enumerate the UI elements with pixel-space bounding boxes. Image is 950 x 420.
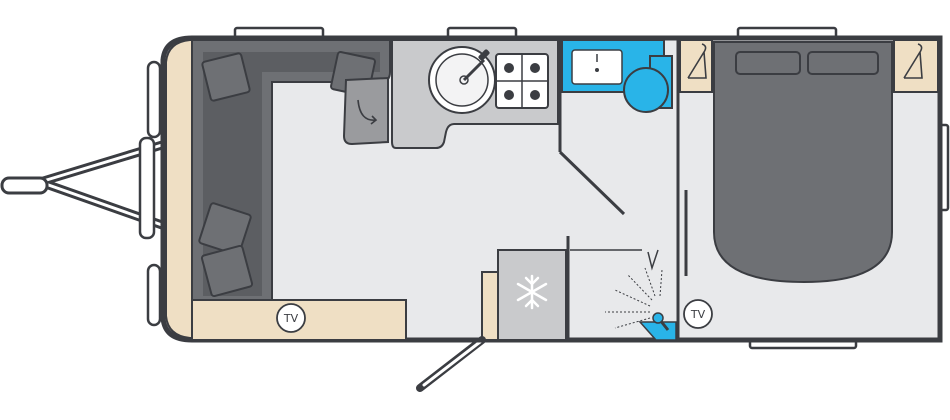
swivel-seat (342, 76, 389, 146)
fridge-unit (497, 249, 567, 341)
swivel-arrow-icon (357, 99, 378, 125)
door-step (481, 271, 499, 341)
tv-bedroom-label: TV (690, 308, 706, 321)
hanger-icon (903, 43, 923, 79)
tow-hitch (0, 140, 164, 230)
shower-icon (605, 249, 677, 341)
wardrobe-front (679, 39, 713, 93)
tv-lounge-label: TV (283, 312, 299, 325)
wardrobe-rear (893, 39, 939, 93)
tv-bedroom: TV (683, 299, 713, 329)
tv-lounge: TV (276, 303, 306, 333)
front-windows (138, 60, 162, 327)
gas-hob-icon (495, 53, 549, 109)
pillow-right (807, 51, 879, 75)
hanger-icon (687, 43, 707, 79)
toilet-icon (623, 55, 673, 113)
sink-icon (428, 46, 496, 114)
island-bed (713, 41, 893, 284)
snowflake-icon (516, 274, 548, 310)
lounge-backrest (165, 39, 193, 339)
washroom-walls (558, 40, 688, 340)
basin-bowl (571, 49, 623, 85)
entrance-door[interactable] (416, 336, 486, 392)
pillow-left (735, 51, 801, 75)
lounge-seat-inner (203, 52, 380, 296)
